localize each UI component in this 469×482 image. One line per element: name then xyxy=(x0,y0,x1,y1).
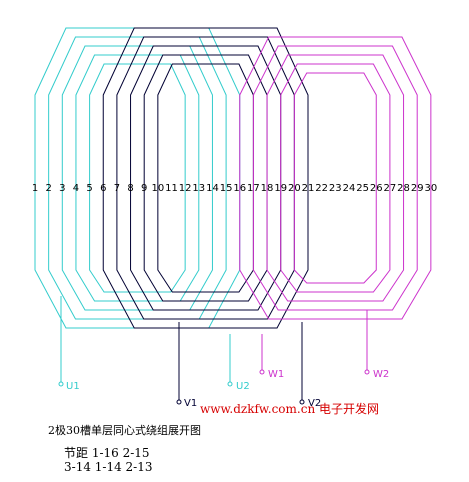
terminal-v1: V1 xyxy=(176,322,197,409)
coil-u-5-12 xyxy=(89,63,186,293)
terminal-w2-label: W2 xyxy=(373,369,389,380)
terminal-u2: U2 xyxy=(227,334,250,392)
slot-number-23: 23 xyxy=(329,183,342,194)
coil-u-4-13 xyxy=(75,54,200,302)
slot-number-19: 19 xyxy=(274,183,287,194)
coil-w-19-27 xyxy=(280,63,391,293)
coil-u-2-15 xyxy=(48,36,227,320)
watermark-text: www.dzkfw.com.cn 电子开发网 xyxy=(200,402,379,416)
slot-number-21: 21 xyxy=(302,183,315,194)
coil-w-16-30 xyxy=(239,36,432,320)
slot-number-2: 2 xyxy=(45,183,51,194)
slot-number-29: 29 xyxy=(411,183,424,194)
coil-pitch-line-1: 节距 1-16 2-15 xyxy=(64,446,150,460)
terminal-u1: U1 xyxy=(58,296,80,392)
slot-number-6: 6 xyxy=(100,183,106,194)
coil-v-6-21 xyxy=(102,27,309,329)
slot-number-14: 14 xyxy=(206,183,219,194)
coil-w-17-29 xyxy=(252,45,418,311)
coil-v-9-18 xyxy=(143,54,268,302)
terminal-w1: W1 xyxy=(259,334,284,380)
coil-v-10-17 xyxy=(157,63,254,293)
slot-number-24: 24 xyxy=(343,183,356,194)
slot-number-5: 5 xyxy=(86,183,92,194)
slot-number-9: 9 xyxy=(141,183,147,194)
terminal-v1-label: V1 xyxy=(184,398,197,409)
slot-number-25: 25 xyxy=(356,183,369,194)
slot-number-3: 3 xyxy=(59,183,65,194)
coil-pitch-line-2: 3-14 1-14 2-13 xyxy=(64,460,153,474)
slot-number-11: 11 xyxy=(165,183,178,194)
slot-number-18: 18 xyxy=(261,183,274,194)
phase-w-coils xyxy=(239,36,432,320)
terminal-u1-label: U1 xyxy=(66,381,80,392)
slot-number-30: 30 xyxy=(424,183,437,194)
slot-number-15: 15 xyxy=(220,183,233,194)
coil-w-20-26 xyxy=(293,72,377,284)
slot-number-1: 1 xyxy=(32,183,38,194)
slot-number-27: 27 xyxy=(384,183,397,194)
slot-number-26: 26 xyxy=(370,183,383,194)
terminal-v2: V2 xyxy=(299,322,321,409)
slot-number-22: 22 xyxy=(315,183,328,194)
slot-number-13: 13 xyxy=(192,183,205,194)
slot-number-20: 20 xyxy=(288,183,301,194)
slot-number-16: 16 xyxy=(233,183,246,194)
terminal-v2-label: V2 xyxy=(308,398,321,409)
terminal-u2-label: U2 xyxy=(236,381,250,392)
terminal-w1-label: W1 xyxy=(268,369,284,380)
diagram-title: 2极30槽单层同心式绕组展开图 xyxy=(48,424,201,437)
terminal-w2: W2 xyxy=(364,310,389,380)
slot-number-7: 7 xyxy=(114,183,120,194)
slot-number-28: 28 xyxy=(397,183,410,194)
slot-number-12: 12 xyxy=(179,183,192,194)
slot-number-8: 8 xyxy=(127,183,133,194)
coil-u-3-14 xyxy=(61,45,213,311)
slot-number-17: 17 xyxy=(247,183,260,194)
coil-w-18-28 xyxy=(266,54,405,302)
slot-number-4: 4 xyxy=(73,183,79,194)
slot-number-10: 10 xyxy=(151,183,164,194)
